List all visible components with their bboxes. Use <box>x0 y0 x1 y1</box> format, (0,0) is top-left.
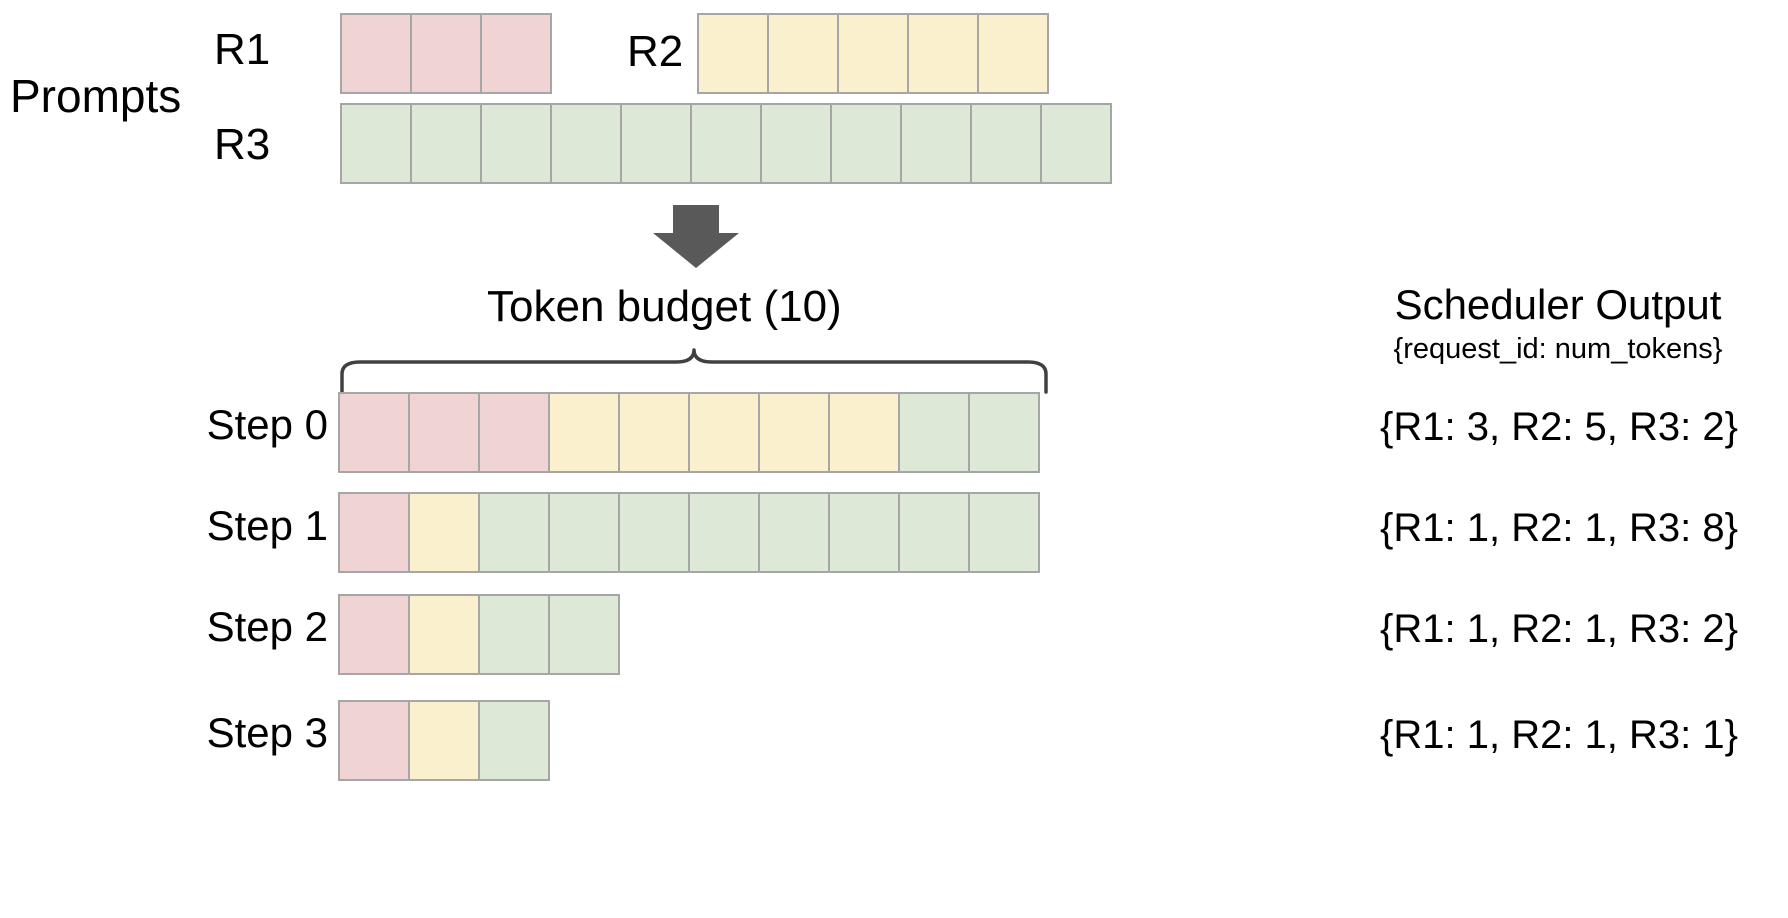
token-cell <box>697 13 769 94</box>
token-cell <box>828 492 900 573</box>
token-cell <box>478 700 550 781</box>
step-token-row-0 <box>338 392 1040 473</box>
token-cell <box>548 594 620 675</box>
token-cell <box>620 103 692 184</box>
token-cell <box>408 700 480 781</box>
prompt-token-row-r1 <box>340 13 552 94</box>
scheduler-output-line-1: {R1: 1, R2: 1, R3: 8} <box>1380 506 1738 550</box>
token-cell <box>408 594 480 675</box>
prompts-section-label: Prompts <box>10 70 182 122</box>
token-cell <box>410 103 482 184</box>
token-cell <box>408 492 480 573</box>
token-cell <box>478 392 550 473</box>
token-cell <box>618 392 690 473</box>
step-token-row-1 <box>338 492 1040 573</box>
token-cell <box>338 594 410 675</box>
token-cell <box>1040 103 1112 184</box>
token-cell <box>760 103 832 184</box>
step-label-1: Step 1 <box>206 502 328 549</box>
step-label-3: Step 3 <box>206 709 328 756</box>
request-label-r1: R1 <box>214 25 271 74</box>
token-cell <box>828 392 900 473</box>
prompt-token-row-r2 <box>697 13 1049 94</box>
token-cell <box>898 492 970 573</box>
token-cell <box>548 392 620 473</box>
token-cell <box>478 594 550 675</box>
token-cell <box>618 492 690 573</box>
scheduler-output-line-2: {R1: 1, R2: 1, R3: 2} <box>1380 607 1738 651</box>
token-cell <box>758 392 830 473</box>
token-cell <box>688 492 760 573</box>
token-cell <box>968 392 1040 473</box>
token-cell <box>758 492 830 573</box>
token-cell <box>830 103 902 184</box>
token-cell <box>968 492 1040 573</box>
token-cell <box>480 103 552 184</box>
token-cell <box>688 392 760 473</box>
token-cell <box>408 392 480 473</box>
token-cell <box>907 13 979 94</box>
token-cell <box>550 103 622 184</box>
scheduler-output-subtitle: {request_id: num_tokens} <box>1393 333 1723 365</box>
request-label-r3: R3 <box>214 120 271 169</box>
token-cell <box>977 13 1049 94</box>
scheduler-output-title: Scheduler Output <box>1394 281 1722 328</box>
step-label-2: Step 2 <box>206 603 328 650</box>
token-budget-label: Token budget (10) <box>487 282 842 331</box>
scheduler-output-line-0: {R1: 3, R2: 5, R3: 2} <box>1380 405 1738 449</box>
token-cell <box>338 700 410 781</box>
token-cell <box>340 13 412 94</box>
token-cell <box>767 13 839 94</box>
token-cell <box>338 492 410 573</box>
request-label-r2: R2 <box>627 27 684 76</box>
token-cell <box>548 492 620 573</box>
curly-brace-down-icon <box>338 346 1050 394</box>
token-cell <box>970 103 1042 184</box>
token-cell <box>338 392 410 473</box>
token-cell <box>898 392 970 473</box>
token-cell <box>900 103 972 184</box>
prompt-token-row-r3 <box>340 103 1112 184</box>
step-token-row-2 <box>338 594 620 675</box>
token-cell <box>690 103 762 184</box>
step-token-row-3 <box>338 700 550 781</box>
token-cell <box>478 492 550 573</box>
token-cell <box>480 13 552 94</box>
token-cell <box>410 13 482 94</box>
down-arrow-icon <box>636 205 756 270</box>
token-cell <box>340 103 412 184</box>
scheduler-output-line-3: {R1: 1, R2: 1, R3: 1} <box>1380 713 1738 757</box>
token-cell <box>837 13 909 94</box>
step-label-0: Step 0 <box>206 401 328 448</box>
